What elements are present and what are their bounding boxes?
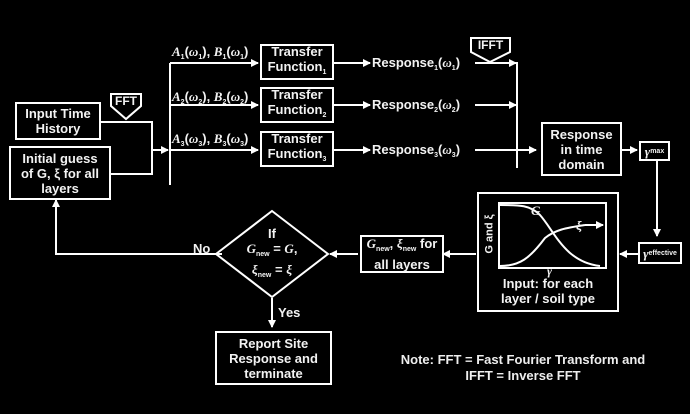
- g-curve-label: G: [531, 203, 541, 218]
- input-curves-box: Input: for each layer / soil type: [477, 192, 619, 312]
- initial-guess-line2: of G, ξ for all: [20, 165, 99, 181]
- transfer-function-box-1: Transfer Function1: [260, 44, 334, 80]
- x-axis-label: γ: [547, 264, 552, 278]
- g-new-box: Gnew, ξnew for all layers: [360, 235, 444, 273]
- yes-label: Yes: [278, 305, 301, 320]
- fft-label: FFT: [115, 94, 137, 108]
- response-label-1: Response1(ω1): [372, 55, 461, 72]
- initial-guess-line1: Initial guess: [22, 150, 98, 166]
- branch-label-3: A3(ω3), B3(ω3): [172, 131, 249, 148]
- report-box: Report Site Response and terminate: [215, 331, 332, 385]
- xi-curve: [499, 224, 586, 267]
- connector-initial-guess: [110, 150, 153, 175]
- response-label-3: Response3(ω3): [372, 142, 461, 159]
- initial-guess-line3: layers: [41, 180, 79, 196]
- fft-tag-shape: [110, 93, 142, 121]
- transfer-function-box-3: Transfer Function3: [260, 131, 334, 167]
- input-time-history-line1: Input Time: [25, 106, 91, 121]
- connector-input-history: [100, 121, 169, 154]
- connector-no: [52, 199, 222, 255]
- branch-label-1: A1(ω1), B1(ω1): [172, 44, 249, 61]
- transfer-function-box-2: Transfer Function2: [260, 87, 334, 123]
- branch-label-2: A2(ω2), B2(ω2): [172, 89, 249, 106]
- input-time-history-line2: History: [35, 121, 81, 136]
- g-curve: [499, 204, 601, 267]
- input-time-history-box: Input Time History: [15, 102, 101, 140]
- ifft-tag-shape: [470, 37, 511, 64]
- xi-curve-label: ξ: [576, 218, 582, 233]
- footnote: Note: FFT = Fast Fourier Transform and I…: [400, 352, 646, 383]
- y-axis-label: G and ξ: [483, 214, 496, 254]
- ifft-label: IFFT: [477, 38, 504, 52]
- decision-diamond: [214, 209, 330, 299]
- no-label: No: [193, 241, 211, 256]
- decision-text: If Gnew = G, ξnew = ξ: [246, 226, 298, 279]
- response-time-domain-box: Response in time domain: [541, 122, 622, 176]
- initial-guess-box: Initial guess of G, ξ for all layers: [9, 146, 111, 200]
- response-label-2: Response2(ω2): [372, 97, 461, 114]
- curve-chart-frame: [498, 202, 607, 269]
